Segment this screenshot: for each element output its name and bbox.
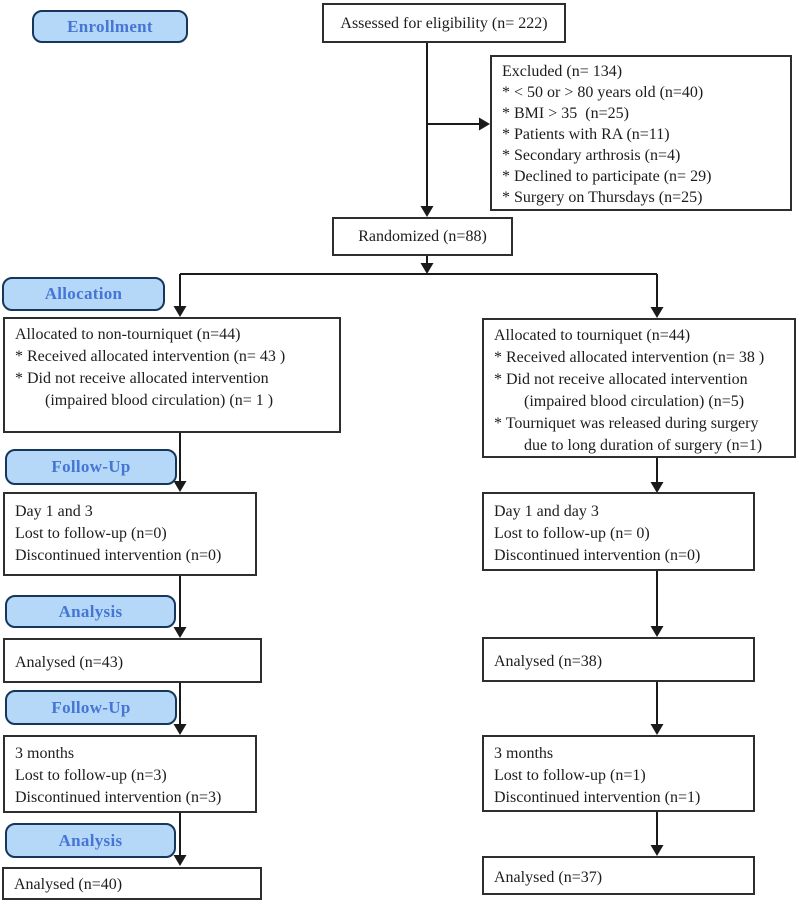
- alloc-left-received: * Received allocated intervention (n= 43…: [15, 348, 286, 365]
- allocation-non-tourniquet-box: Allocated to non-tourniquet (n=44) * Rec…: [3, 317, 341, 433]
- stage-label-analysis-1: Analysis: [5, 595, 176, 628]
- stage-label-enrollment: Enrollment: [32, 10, 188, 43]
- alloc-right-not-received-reason: (impaired blood circulation) (n=5): [524, 393, 745, 410]
- fu2-left-timepoint: 3 months: [15, 745, 75, 762]
- fu2-right-discontinued: Discontinued intervention (n=1): [494, 789, 701, 806]
- fu1-left-discontinued: Discontinued intervention (n=0): [15, 547, 222, 564]
- fu2-left-lost: Lost to follow-up (n=3): [15, 767, 167, 784]
- an2-right-text: Analysed (n=37): [494, 869, 603, 886]
- followup1-tourniquet-box: Day 1 and day 3 Lost to follow-up (n= 0)…: [482, 492, 755, 571]
- analysis2-non-tourniquet-box: Analysed (n=40): [2, 867, 262, 900]
- alloc-left-title: Allocated to non-tourniquet (n=44): [15, 326, 241, 343]
- randomized-text: Randomized (n=88): [358, 228, 487, 245]
- fu1-left-lost: Lost to follow-up (n=0): [15, 525, 167, 542]
- alloc-right-released-reason: due to long duration of surgery (n=1): [524, 437, 763, 454]
- fu1-right-discontinued: Discontinued intervention (n=0): [494, 547, 701, 564]
- fu1-left-timepoint: Day 1 and 3: [15, 503, 93, 520]
- fu1-right-timepoint: Day 1 and day 3: [494, 503, 599, 520]
- analysis1-tourniquet-box: Analysed (n=38): [482, 637, 755, 682]
- allocation-tourniquet-box: Allocated to tourniquet (n=44) * Receive…: [482, 318, 796, 458]
- excluded-reason-ra: * Patients with RA (n=11): [502, 126, 670, 143]
- excluded-reason-arthrosis: * Secondary arthrosis (n=4): [502, 147, 681, 164]
- fu2-right-lost: Lost to follow-up (n=1): [494, 767, 646, 784]
- analysis2-tourniquet-box: Analysed (n=37): [482, 856, 755, 895]
- excluded-reason-declined: * Declined to participate (n= 29): [502, 168, 712, 185]
- excluded-box: Excluded (n= 134) * < 50 or > 80 years o…: [490, 55, 792, 211]
- fu1-right-lost: Lost to follow-up (n= 0): [494, 525, 650, 542]
- alloc-left-not-received-reason: (impaired blood circulation) (n= 1 ): [45, 392, 274, 409]
- alloc-right-not-received: * Did not receive allocated intervention: [494, 371, 748, 388]
- alloc-right-received: * Received allocated intervention (n= 38…: [494, 349, 765, 366]
- alloc-right-title: Allocated to tourniquet (n=44): [494, 327, 691, 344]
- analysis1-non-tourniquet-box: Analysed (n=43): [3, 638, 262, 683]
- followup2-tourniquet-box: 3 months Lost to follow-up (n=1) Discont…: [482, 735, 755, 812]
- randomized-box: Randomized (n=88): [332, 217, 513, 256]
- excluded-total: Excluded (n= 134): [502, 63, 623, 80]
- excluded-reason-age: * < 50 or > 80 years old (n=40): [502, 84, 704, 101]
- followup2-non-tourniquet-box: 3 months Lost to follow-up (n=3) Discont…: [3, 735, 257, 813]
- stage-label-followup-1: Follow-Up: [5, 449, 177, 485]
- an1-right-text: Analysed (n=38): [494, 653, 603, 670]
- followup1-non-tourniquet-box: Day 1 and 3 Lost to follow-up (n=0) Disc…: [3, 492, 257, 576]
- stage-label-analysis-2: Analysis: [5, 823, 176, 858]
- alloc-right-released: * Tourniquet was released during surgery: [494, 415, 759, 432]
- excluded-reason-bmi: * BMI > 35 (n=25): [502, 105, 629, 122]
- excluded-reason-thursdays: * Surgery on Thursdays (n=25): [502, 189, 703, 206]
- stage-label-allocation: Allocation: [2, 277, 165, 311]
- an1-left-text: Analysed (n=43): [15, 654, 124, 671]
- assessed-eligibility-box: Assessed for eligibility (n= 222): [322, 3, 566, 43]
- an2-left-text: Analysed (n=40): [14, 876, 123, 893]
- fu2-left-discontinued: Discontinued intervention (n=3): [15, 789, 222, 806]
- assessed-eligibility-text: Assessed for eligibility (n= 222): [340, 14, 548, 32]
- fu2-right-timepoint: 3 months: [494, 745, 554, 762]
- stage-label-followup-2: Follow-Up: [5, 690, 177, 725]
- alloc-left-not-received: * Did not receive allocated intervention: [15, 370, 269, 387]
- connector-lines: [179, 43, 658, 856]
